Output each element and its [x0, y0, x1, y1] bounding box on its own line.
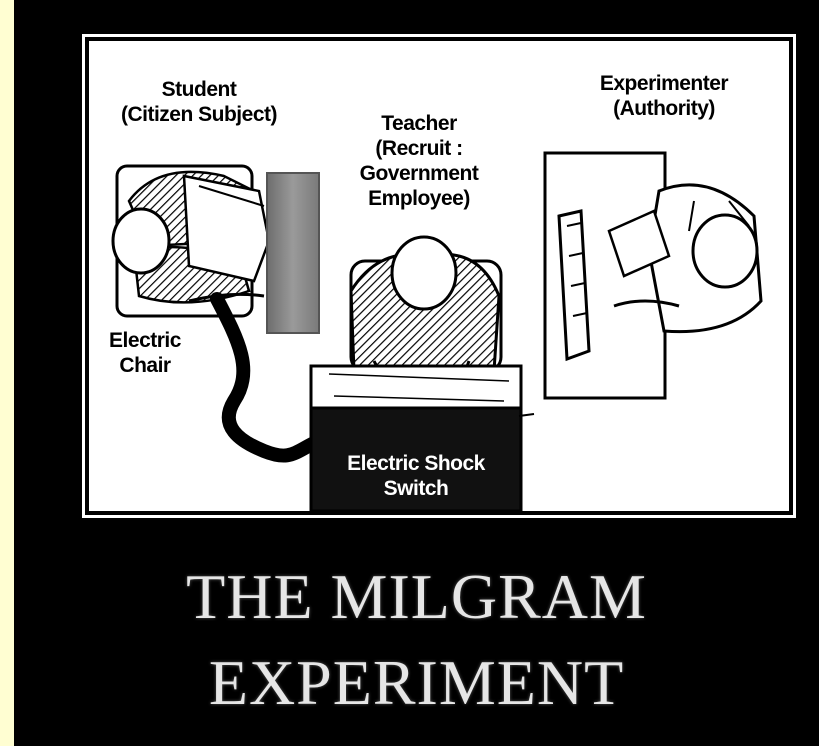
teacher-desk [309, 364, 523, 410]
teacher-label-line3: Government [359, 162, 479, 185]
experimenter-label-line1: Experimenter [599, 72, 729, 95]
student-label: Student (Citizen Subject) [99, 77, 299, 127]
teacher-label: Teacher (Recruit : Government Employee) [334, 111, 504, 211]
experiment-layout-diagram [111, 151, 763, 511]
shock-switch-panel [309, 406, 523, 511]
experimenter-table [543, 151, 667, 400]
teacher-figure [349, 235, 503, 391]
milgram-poster: Student (Citizen Subject) Teacher (Recru… [14, 0, 819, 746]
diagram-panel: Student (Citizen Subject) Teacher (Recru… [89, 41, 789, 511]
poster-title-line1: THE MILGRAM [186, 561, 647, 632]
teacher-label-line1: Teacher [381, 112, 457, 135]
shock-switch-label-line1: Electric Shock [347, 452, 485, 475]
teacher-label-line2: (Recruit : [375, 137, 463, 160]
experimenter-label-line2: (Authority) [613, 97, 715, 120]
electric-cable [210, 292, 321, 463]
student-label-line1: Student [161, 78, 237, 101]
experimenter-label: Experimenter (Authority) [569, 71, 759, 121]
poster-title-line2: EXPERIMENT [208, 647, 625, 718]
electric-chair-figure [111, 164, 271, 318]
teacher-label-line4: Employee) [368, 187, 470, 210]
diagram-frame: Student (Citizen Subject) Teacher (Recru… [82, 34, 796, 518]
experimenter-figure [607, 183, 763, 334]
electric-chair-label-line1: Electric [109, 329, 181, 352]
shock-switch-label-line2: Switch [383, 477, 449, 500]
shock-switch-label: Electric Shock Switch [311, 451, 521, 501]
student-label-line2: (Citizen Subject) [120, 103, 278, 126]
electric-chair-label: Electric Chair [93, 328, 197, 378]
partition-screen [266, 172, 320, 334]
electric-chair-label-line2: Chair [119, 354, 171, 377]
